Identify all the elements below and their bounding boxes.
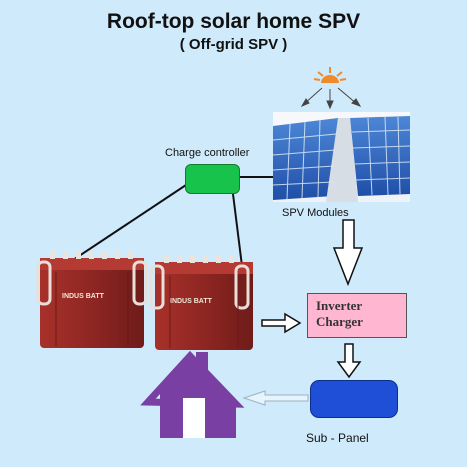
house-icon bbox=[140, 350, 245, 438]
wires bbox=[69, 176, 273, 267]
page-subtitle: ( Off-grid SPV ) bbox=[179, 36, 288, 53]
page-title: Roof-top solar home SPV bbox=[106, 10, 361, 33]
inverter-label: Inverter bbox=[316, 298, 363, 313]
arrow-inverter-to-subpanel bbox=[336, 343, 362, 379]
inverter-charger-box: Inverter Charger bbox=[307, 293, 407, 338]
spv-modules-label: SPV Modules bbox=[282, 207, 349, 219]
sub-panel-label: Sub - Panel bbox=[306, 431, 369, 445]
charger-label: Charger bbox=[316, 314, 363, 329]
sun-icon bbox=[313, 67, 347, 83]
arrow-panels-to-inverter bbox=[332, 219, 364, 287]
charge-controller-box bbox=[185, 164, 240, 194]
battery-brand-label: INDUS BATT bbox=[170, 298, 213, 305]
solar-panel-icon bbox=[272, 112, 411, 202]
battery-brand-label: INDUS BATT bbox=[62, 293, 105, 300]
arrow-subpanel-to-house bbox=[242, 390, 309, 406]
charge-controller-label: Charge controller bbox=[165, 147, 250, 159]
sunlight-arrows bbox=[300, 87, 362, 110]
battery-icon: INDUS BATT INDUS BATT bbox=[36, 252, 253, 350]
sub-panel-box bbox=[310, 380, 398, 418]
arrow-battery-to-inverter bbox=[261, 312, 302, 334]
